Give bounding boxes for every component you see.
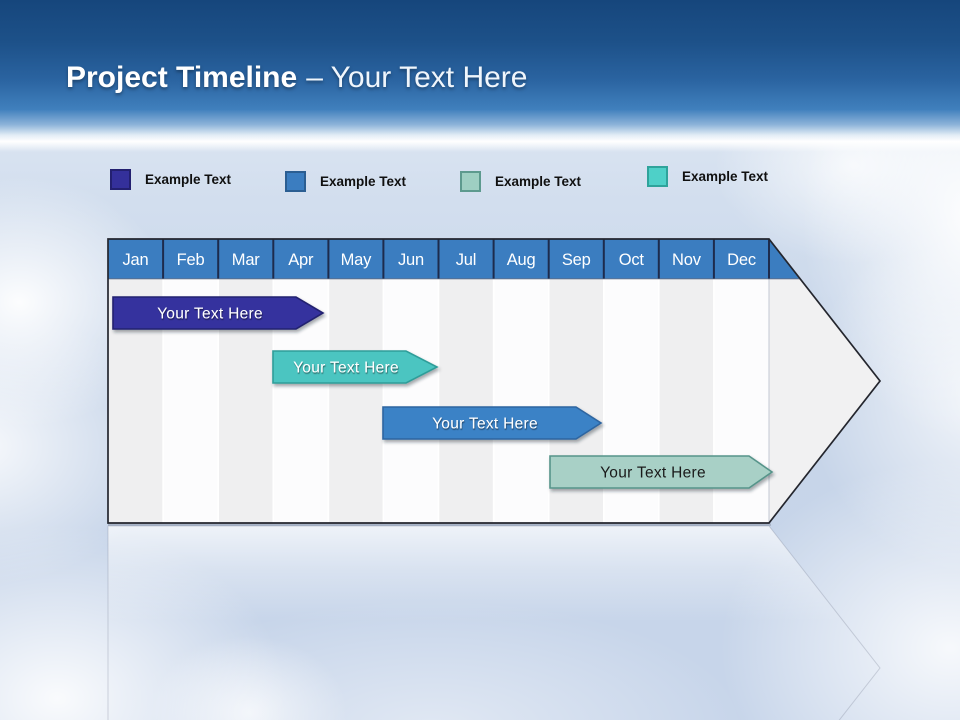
month-label-sep: Sep bbox=[562, 251, 591, 269]
month-label-oct: Oct bbox=[619, 251, 645, 269]
month-label-apr: Apr bbox=[288, 251, 314, 269]
timeline-arrow-outline bbox=[107, 238, 882, 524]
gantt-bar-1 bbox=[112, 296, 325, 330]
legend-item-4: Example Text bbox=[647, 166, 768, 187]
gantt-bars bbox=[112, 296, 774, 489]
title-subtext: – Your Text Here bbox=[306, 61, 528, 94]
stripe-jul bbox=[438, 278, 494, 523]
legend-label: Example Text bbox=[320, 174, 407, 189]
gantt-bar-2 bbox=[272, 350, 439, 384]
legend-swatch-turquoise bbox=[647, 166, 668, 187]
legend-item-2: Example Text bbox=[285, 171, 406, 192]
month-label-dec: Dec bbox=[727, 251, 756, 269]
month-label-aug: Aug bbox=[507, 251, 536, 269]
gantt-bar-labels: Your Text Here Your Text Here Your Text … bbox=[157, 306, 706, 482]
legend-swatch-pale-teal bbox=[460, 171, 481, 192]
gantt-bar-3 bbox=[382, 406, 603, 440]
title-band bbox=[0, 0, 960, 152]
month-header-band bbox=[108, 239, 880, 279]
month-label-jul: Jul bbox=[456, 251, 477, 269]
month-label-may: May bbox=[341, 251, 373, 269]
month-header-separators bbox=[162, 239, 770, 279]
legend-swatch-indigo bbox=[110, 169, 131, 190]
month-label-jan: Jan bbox=[122, 251, 148, 269]
legend-item-3: Example Text bbox=[460, 171, 581, 192]
gantt-bar-2-label: Your Text Here bbox=[293, 360, 399, 377]
arrowhead-area bbox=[769, 278, 880, 523]
legend-label: Example Text bbox=[495, 174, 582, 189]
legend-label: Example Text bbox=[682, 169, 769, 184]
month-label-mar: Mar bbox=[232, 251, 261, 269]
stripe-may bbox=[328, 278, 384, 523]
legend-item-1: Example Text bbox=[110, 169, 231, 190]
gantt-bar-1-label: Your Text Here bbox=[157, 306, 263, 323]
month-label-feb: Feb bbox=[177, 251, 205, 269]
gantt-bar-4-label: Your Text Here bbox=[600, 465, 706, 482]
legend-label: Example Text bbox=[145, 172, 232, 187]
legend-swatch-blue bbox=[285, 171, 306, 192]
gantt-bar-4 bbox=[549, 455, 774, 489]
month-labels: Jan Feb Mar Apr May Jun Jul Aug Sep Oct … bbox=[122, 251, 756, 269]
title-bold: Project Timeline bbox=[66, 61, 298, 94]
month-label-jun: Jun bbox=[398, 251, 424, 269]
month-label-nov: Nov bbox=[672, 251, 702, 269]
chart-reflection bbox=[107, 525, 881, 720]
chart-base-shadow bbox=[108, 523, 771, 526]
gantt-bar-3-label: Your Text Here bbox=[432, 416, 538, 433]
slide-title: Project Timeline– Your Text Here bbox=[66, 60, 527, 96]
